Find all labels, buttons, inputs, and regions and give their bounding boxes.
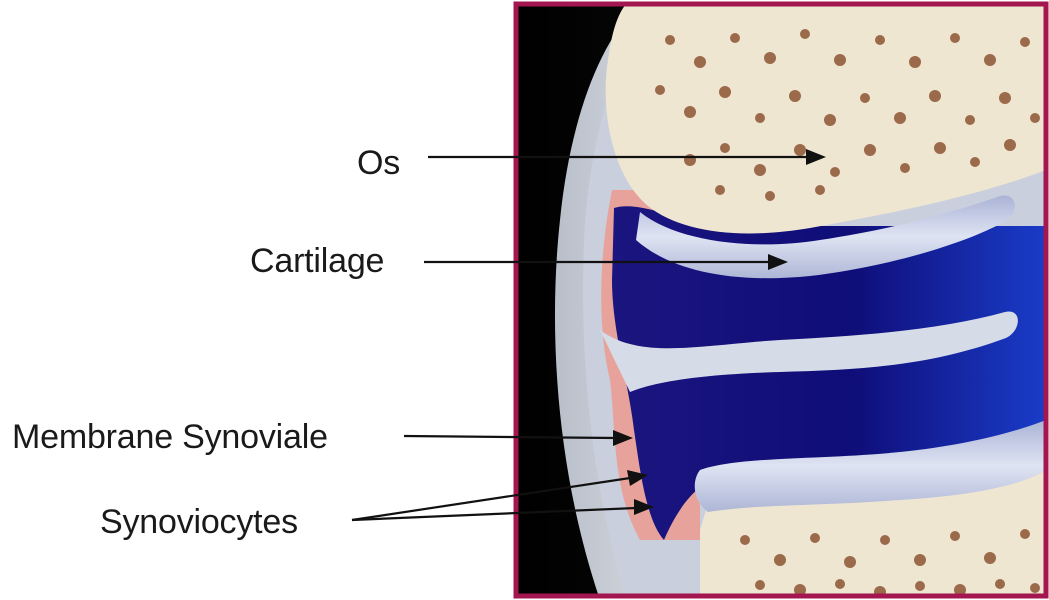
label-cartilage: Cartilage: [250, 244, 384, 278]
label-synoviocytes: Synoviocytes: [100, 505, 298, 539]
label-bone: Os: [357, 146, 400, 180]
label-synovial-membrane: Membrane Synoviale: [12, 420, 328, 454]
